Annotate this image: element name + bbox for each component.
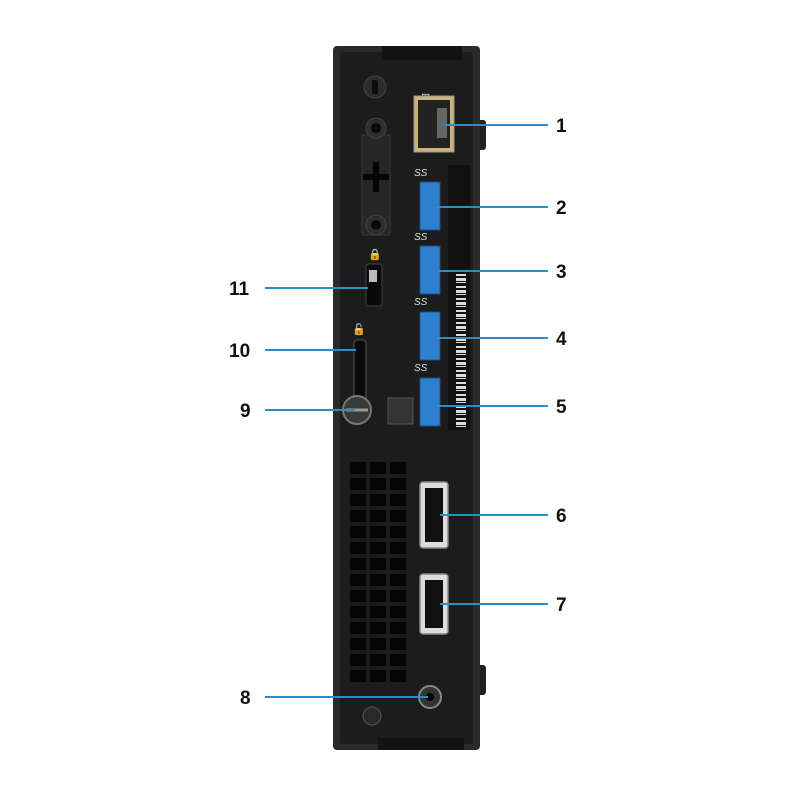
usb-ports: SS SS SS SS: [414, 168, 441, 427]
svg-text:SS: SS: [414, 232, 428, 243]
callout-9: 9: [240, 401, 251, 422]
vent-slot: [370, 622, 386, 634]
vent-slot: [350, 638, 366, 650]
callout-7: 7: [556, 595, 567, 616]
callout-8: 8: [240, 688, 251, 709]
callout-11: 11: [229, 279, 250, 300]
vent-slot: [390, 654, 406, 666]
vent-slot: [390, 542, 406, 554]
callout-4: 4: [556, 329, 567, 350]
vent-slot: [390, 622, 406, 634]
vent-slot: [350, 574, 366, 586]
svg-text:SS: SS: [414, 297, 428, 308]
service-label: [448, 165, 470, 430]
vent-slot: [390, 478, 406, 490]
vent-slot: [370, 638, 386, 650]
usb-port-4: [419, 311, 441, 361]
vent-slot: [390, 574, 406, 586]
vent-slot: [390, 494, 406, 506]
vent-slot: [350, 654, 366, 666]
vent-slot: [370, 462, 386, 474]
vent-slot: [350, 622, 366, 634]
callout-6: 6: [556, 506, 567, 527]
callout-3: 3: [556, 262, 567, 283]
svg-text:SS: SS: [414, 168, 428, 179]
vent-slot: [350, 670, 366, 682]
vent-slot: [350, 558, 366, 570]
usb-port-3: [419, 245, 441, 295]
vent-slot: [390, 670, 406, 682]
callout-5: 5: [556, 397, 567, 418]
video-ports: [419, 481, 449, 635]
vent-slot: [370, 494, 386, 506]
vent-slot: [350, 478, 366, 490]
vent-slot: [350, 606, 366, 618]
vent-slot: [390, 558, 406, 570]
callout-numbers: 1 2 3 4 5 6 7 8 9 10 11: [229, 116, 567, 709]
vent-slot: [370, 654, 386, 666]
vent-slot: [350, 526, 366, 538]
vent-slot: [350, 542, 366, 554]
thumbscrew: [342, 395, 414, 425]
vent-slot: [390, 606, 406, 618]
vent-slot: [350, 494, 366, 506]
usb-port-5: [419, 377, 441, 427]
vent-slot: [350, 462, 366, 474]
vent-slot: [390, 638, 406, 650]
vent-slot: [390, 462, 406, 474]
vent-slot: [390, 526, 406, 538]
power-connector: [362, 685, 442, 726]
vent-slot: [350, 590, 366, 602]
vent-slot: [370, 526, 386, 538]
security-slots: 🔒 🔓: [352, 248, 383, 403]
audio-plate: [361, 75, 391, 236]
vents: [350, 462, 406, 682]
vent-slot: [370, 670, 386, 682]
padlock-icon: 🔓: [352, 323, 366, 336]
vent-slot: [370, 478, 386, 490]
callout-2: 2: [556, 198, 567, 219]
vent-slot: [370, 510, 386, 522]
vent-slot: [390, 510, 406, 522]
svg-text:SS: SS: [414, 363, 428, 374]
vent-slot: [370, 558, 386, 570]
ethernet-port: ⊞: [413, 92, 455, 153]
callout-10: 10: [229, 341, 250, 362]
vent-slot: [370, 574, 386, 586]
vent-slot: [370, 542, 386, 554]
vent-slot: [390, 590, 406, 602]
callout-lines: [265, 124, 548, 698]
callout-1: 1: [556, 116, 567, 137]
lock-icon: 🔒: [368, 248, 382, 261]
vent-slot: [370, 606, 386, 618]
vent-slot: [370, 590, 386, 602]
vent-slot: [350, 510, 366, 522]
